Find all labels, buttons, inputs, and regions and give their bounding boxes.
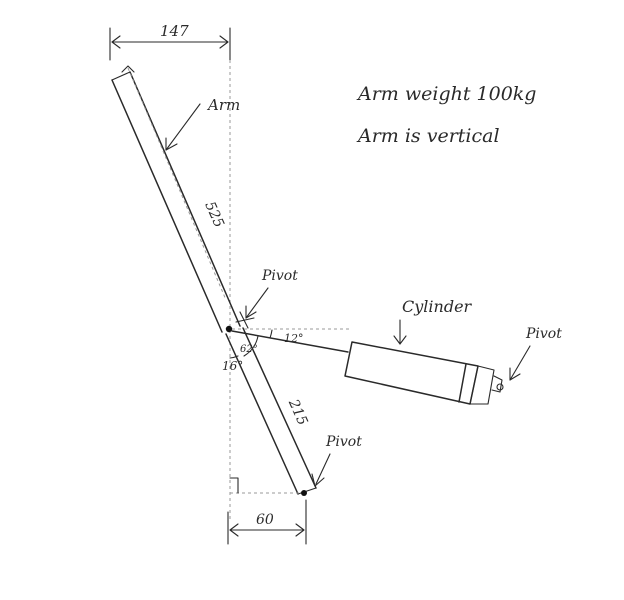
lower-arm-edge-left	[225, 333, 299, 495]
bottom-dim-left-arrow	[229, 523, 239, 537]
pivot-right-label: Pivot	[525, 326, 562, 342]
note-arm-vertical: Arm is vertical	[356, 125, 500, 147]
lower-arm-edge-right	[242, 327, 317, 489]
arm-label: Arm	[206, 96, 240, 114]
top-dim-label: 147	[160, 22, 189, 40]
inner-angle-arc	[243, 335, 259, 357]
vertical-angle-label: 16°	[222, 359, 243, 373]
arm-leader-arrow	[165, 137, 178, 151]
lower-arm-end-cap	[297, 487, 317, 495]
cylinder-label: Cylinder	[402, 297, 473, 316]
lower-arm: 215	[225, 327, 317, 495]
pivot-bottom-leader	[315, 453, 331, 485]
cylinder-angle-label: 12°	[284, 332, 304, 345]
notes: Arm weight 100kg Arm is vertical	[356, 83, 536, 147]
angle-markings: 12° 62° 16°	[222, 329, 304, 373]
upper-arm-length-label: 525	[201, 199, 227, 230]
bottom-dim-right-arrow	[295, 523, 305, 537]
top-dimension: 147	[109, 22, 231, 61]
cylinder-clevis	[491, 375, 503, 393]
right-angle-mark	[229, 477, 239, 494]
pivot-top-label: Pivot	[261, 268, 298, 284]
inner-angle-label: 62°	[240, 344, 258, 355]
pivot-bottom-label: Pivot	[325, 434, 362, 450]
cylinder-rod	[231, 330, 349, 353]
cylinder-body	[344, 341, 479, 405]
note-arm-weight: Arm weight 100kg	[356, 83, 536, 105]
center-pivot-cross	[235, 311, 255, 329]
pivot-right-leader	[509, 345, 531, 381]
lower-arm-length-label: 215	[285, 396, 311, 428]
pivot-top-leader	[245, 287, 269, 319]
cylinder-angle-arc	[269, 329, 273, 339]
center-pivot: Pivot	[225, 268, 298, 333]
cylinder-clevis-hole	[496, 383, 504, 391]
pivot-top-arrow	[245, 305, 257, 319]
cylinder-end-cap	[469, 365, 495, 405]
upper-arm-edge-left	[111, 79, 223, 333]
top-dim-left-arrow	[111, 35, 121, 49]
arm-leader-line	[165, 103, 201, 151]
cylinder-leader-arrow	[393, 335, 407, 345]
top-dim-right-arrow	[219, 35, 229, 49]
pivot-right-arrow	[509, 367, 521, 381]
vertical-angle-arc	[229, 355, 239, 359]
upper-arm-dim-arrow	[121, 65, 135, 73]
bottom-reference	[229, 477, 302, 494]
upper-arm-edge-right	[129, 71, 241, 327]
cylinder-end-band	[458, 363, 467, 403]
bottom-pivot-dot	[301, 490, 307, 496]
bottom-dimension: 60	[227, 499, 307, 545]
bottom-dim-label: 60	[256, 512, 274, 528]
bottom-pivot: Pivot	[301, 434, 362, 496]
upper-arm-end-cap	[111, 71, 131, 81]
center-pivot-dot	[225, 325, 233, 333]
arm-label-group: Arm	[165, 96, 240, 151]
right-pivot: Pivot	[509, 326, 562, 381]
pivot-bottom-arrow	[311, 473, 325, 487]
cylinder: Cylinder	[344, 297, 504, 405]
